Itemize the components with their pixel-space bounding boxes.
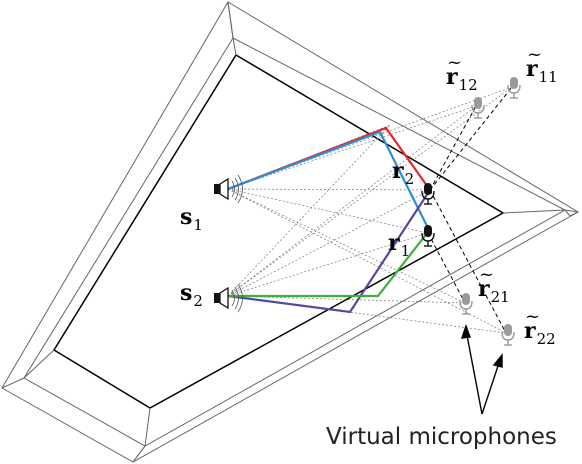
- loudspeaker-icon: [214, 283, 243, 313]
- virtual-rays: [227, 86, 513, 334]
- source-s2: [214, 283, 243, 313]
- mic-r2: [421, 183, 435, 205]
- microphone-icon: [471, 97, 485, 119]
- label-r21: ~r21: [478, 264, 510, 306]
- vmic-r11: [507, 77, 521, 99]
- caption-virtual-microphones: Virtual microphones: [326, 424, 557, 450]
- path-green: [228, 231, 429, 298]
- caption-arrows: [460, 323, 503, 415]
- label-r11: ~r11: [526, 44, 558, 86]
- mirror-lines: [427, 86, 513, 334]
- vmic-r21: [459, 293, 473, 315]
- label-r12: ~r12: [446, 52, 478, 94]
- label-r2: r2: [392, 158, 415, 188]
- vmic-r12: [471, 97, 485, 119]
- label-r22: ~r22: [524, 306, 556, 348]
- loudspeaker-icon: [214, 174, 243, 204]
- source-s1: [214, 174, 243, 204]
- microphone-icon: [459, 293, 473, 315]
- room-floor: [52, 53, 505, 409]
- propagation-paths: [227, 126, 431, 314]
- path-blue: [227, 130, 431, 233]
- label-r1: r1: [388, 230, 411, 260]
- room-inner-outline: [23, 37, 567, 447]
- label-s2: s2: [180, 280, 203, 310]
- label-s1: s1: [180, 204, 203, 234]
- microphone-icon: [507, 77, 521, 99]
- vmic-r22: [501, 324, 515, 346]
- microphone-icon: [421, 183, 435, 205]
- microphone-icon: [501, 324, 515, 346]
- mic-r1: [421, 225, 435, 247]
- path-purple: [227, 189, 431, 314]
- microphone-icon: [421, 225, 435, 247]
